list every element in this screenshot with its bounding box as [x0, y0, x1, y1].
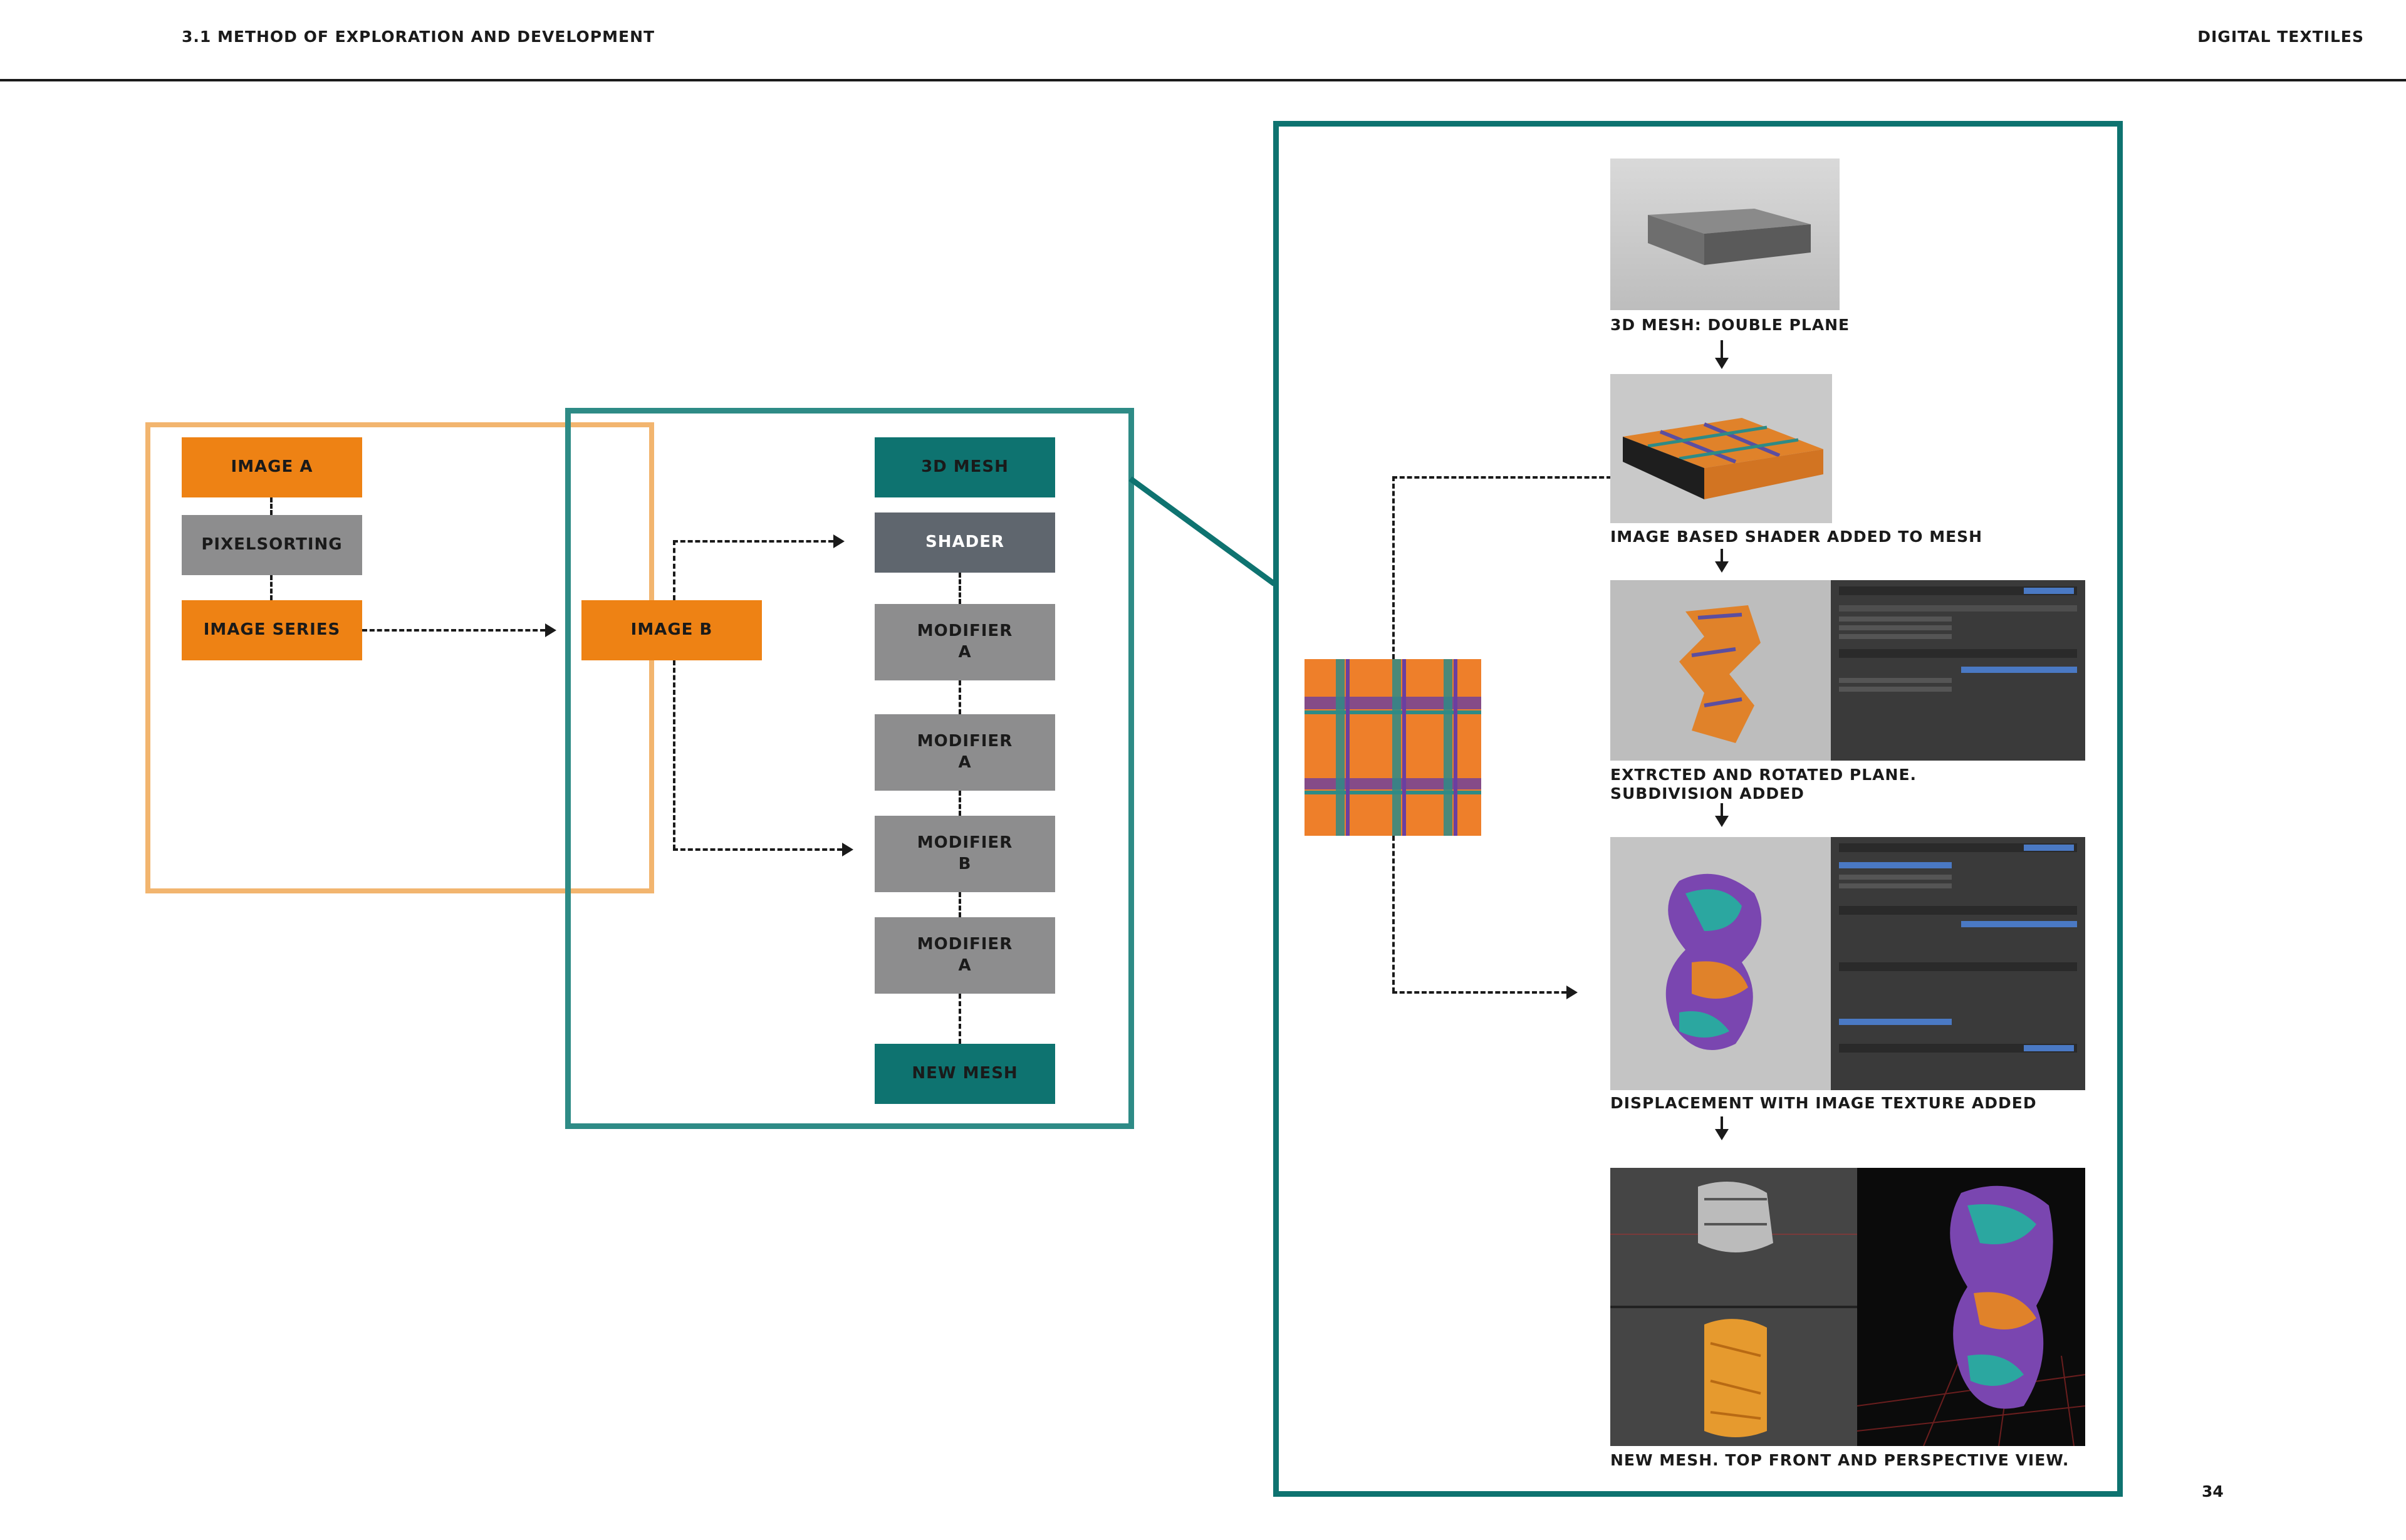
- modifier-3-variant: B: [958, 855, 972, 873]
- step-2-arrow-head: [1715, 561, 1729, 573]
- connector-texture-up: [1392, 476, 1395, 659]
- step-1-arrow-line: [1721, 340, 1723, 359]
- step-4-arrow-head: [1715, 1129, 1729, 1140]
- step-3-arrow-line: [1721, 803, 1723, 817]
- connector-shader-mod1: [959, 573, 961, 604]
- node-shader: SHADER: [875, 512, 1055, 573]
- connector-texture-to-shader-image: [1392, 476, 1612, 479]
- connector-pixelsort-series: [270, 575, 273, 600]
- process-detail-frame: [1273, 121, 2123, 1497]
- modifier-2-name: MODIFIER: [917, 732, 1013, 751]
- modifier-4-variant: A: [958, 956, 972, 975]
- connector-series-to-image-b: [362, 629, 545, 632]
- arrow-to-displacement: [1566, 986, 1578, 999]
- modifier-2-variant: A: [958, 753, 972, 772]
- document-title: DIGITAL TEXTILES: [2197, 28, 2364, 46]
- node-modifier-3: MODIFIER B: [875, 816, 1055, 892]
- step-5-caption: NEW MESH. TOP FRONT AND PERSPECTIVE VIEW…: [1610, 1451, 2070, 1469]
- displacement-render: [1610, 837, 2085, 1090]
- double-plane-render: [1610, 159, 1840, 310]
- connector-image-b-to-shader: [673, 540, 833, 543]
- node-new-mesh: NEW MESH: [875, 1044, 1055, 1104]
- step-4-arrow-line: [1721, 1116, 1723, 1130]
- step-1-arrow-head: [1715, 358, 1729, 369]
- node-image-b: IMAGE B: [581, 600, 762, 660]
- connector-mod1-mod2: [959, 680, 961, 714]
- connector-texture-down: [1392, 836, 1395, 992]
- node-3d-mesh: 3D MESH: [875, 437, 1055, 497]
- connector-a-pixelsort: [270, 497, 273, 515]
- rotated-plane-render: [1610, 580, 2085, 761]
- step-3-caption-line-1: EXTRCTED AND ROTATED PLANE.: [1610, 766, 1917, 784]
- step-3-caption: EXTRCTED AND ROTATED PLANE. SUBDIVISION …: [1610, 766, 1917, 803]
- step-2-arrow-line: [1721, 549, 1723, 563]
- step-2-caption: IMAGE BASED SHADER ADDED TO MESH: [1610, 528, 1983, 546]
- modifier-4-name: MODIFIER: [917, 935, 1013, 954]
- node-image-series: IMAGE SERIES: [182, 600, 362, 660]
- step-3-arrow-head: [1715, 816, 1729, 827]
- modifier-1-name: MODIFIER: [917, 622, 1013, 641]
- modifier-1-variant: A: [958, 643, 972, 662]
- node-image-a: IMAGE A: [182, 437, 362, 497]
- new-mesh-views-render: [1610, 1168, 2085, 1446]
- plaid-texture-image: [1305, 659, 1481, 836]
- node-modifier-1: MODIFIER A: [875, 604, 1055, 680]
- shader-mesh-render: [1610, 374, 1832, 523]
- connector-image-b-up: [673, 540, 675, 600]
- connector-mod2-mod3: [959, 791, 961, 816]
- header-divider: [0, 79, 2406, 81]
- node-modifier-2: MODIFIER A: [875, 714, 1055, 791]
- connector-texture-to-displacement: [1392, 991, 1566, 994]
- arrow-to-image-b: [545, 623, 556, 637]
- step-3-caption-line-2: SUBDIVISION ADDED: [1610, 784, 1804, 803]
- mesh-pipeline-frame-body: [565, 408, 1134, 1129]
- arrow-to-shader: [833, 534, 845, 548]
- arrow-to-modifier-b: [842, 843, 853, 856]
- node-pixelsorting: PIXELSORTING: [182, 515, 362, 575]
- connector-image-b-down: [673, 660, 675, 850]
- frame-connector-line: [1128, 476, 1276, 586]
- page-number: 34: [2202, 1482, 2224, 1501]
- modifier-3-name: MODIFIER: [917, 833, 1013, 853]
- connector-mod4-new-mesh: [959, 994, 961, 1044]
- connector-image-b-to-modifier-b: [673, 848, 842, 851]
- connector-mod3-mod4: [959, 892, 961, 917]
- node-modifier-4: MODIFIER A: [875, 917, 1055, 994]
- step-1-caption: 3D MESH: DOUBLE PLANE: [1610, 316, 1850, 334]
- step-4-caption: DISPLACEMENT WITH IMAGE TEXTURE ADDED: [1610, 1094, 2037, 1112]
- section-heading: 3.1 METHOD OF EXPLORATION AND DEVELOPMEN…: [182, 28, 655, 46]
